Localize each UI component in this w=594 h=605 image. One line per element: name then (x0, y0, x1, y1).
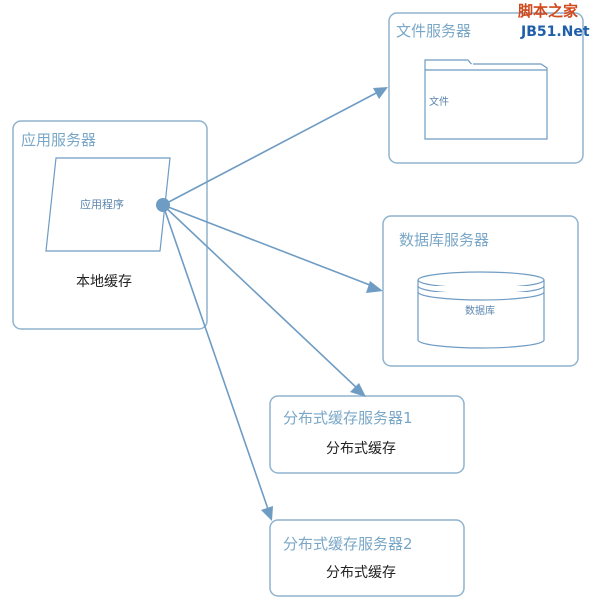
cache-server-2-body: 分布式缓存 (326, 565, 396, 581)
connector-dot (156, 198, 170, 212)
arrowhead-file-server (373, 87, 388, 99)
folder-icon (424, 63, 548, 140)
cache-server-1-title: 分布式缓存服务器1 (283, 409, 413, 427)
arrowhead-cache-server-1 (350, 383, 366, 397)
application-program-label: 应用程序 (80, 197, 124, 211)
cache-server-1-box (269, 395, 465, 474)
arrow-to-db-server (162, 204, 376, 288)
file-server-title: 文件服务器 (396, 22, 471, 40)
db-server-title: 数据库服务器 (399, 231, 489, 249)
app-server-title: 应用服务器 (21, 131, 96, 149)
cache-server-2-title: 分布式缓存服务器2 (283, 535, 413, 553)
database-label: 数据库 (465, 304, 495, 317)
arrow-to-cache-server-2 (162, 204, 270, 513)
cache-server-1-body: 分布式缓存 (326, 441, 396, 457)
folder-label: 文件 (429, 95, 449, 108)
arrow-to-cache-server-1 (162, 204, 360, 391)
local-cache-label: 本地缓存 (76, 274, 132, 290)
database-ring-2 (417, 291, 545, 301)
database-icon (417, 271, 545, 289)
arrowhead-cache-server-2 (261, 506, 273, 521)
watermark-line2: JB51.Net (520, 24, 590, 40)
arrow-to-file-server (162, 90, 381, 206)
application-program-shape (45, 157, 171, 252)
watermark-line1: 脚本之家 (518, 2, 578, 20)
arrowhead-db-server (366, 281, 383, 293)
cache-server-2-box (269, 519, 465, 597)
